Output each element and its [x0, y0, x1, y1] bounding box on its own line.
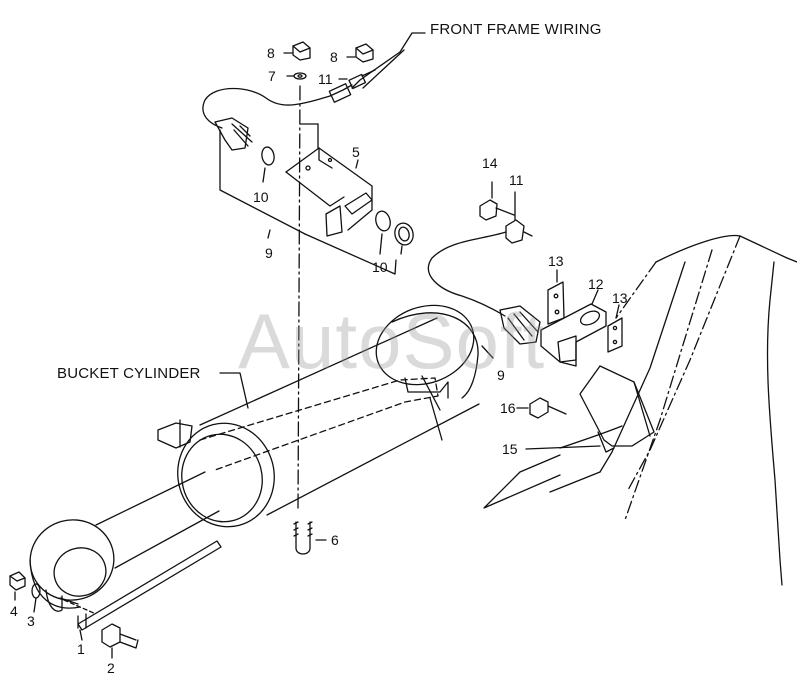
u-bolt-line — [293, 85, 327, 555]
callout-6: 6 — [331, 532, 339, 548]
caption-front-frame-wiring: FRONT FRAME WIRING — [430, 21, 602, 38]
callout-16: 16 — [500, 400, 516, 416]
callout-9-upper: 9 — [265, 245, 273, 261]
callout-15: 15 — [502, 441, 518, 457]
callout-2: 2 — [107, 660, 115, 676]
callout-11-right: 11 — [509, 172, 524, 188]
callout-8-right: 8 — [330, 49, 338, 65]
callout-11-upper: 11 — [318, 71, 333, 87]
callout-1: 1 — [77, 641, 85, 657]
callout-13-right: 13 — [612, 290, 628, 306]
strap-assembly — [9, 540, 222, 649]
loader-frame — [483, 234, 797, 586]
callout-14: 14 — [482, 155, 498, 171]
callout-10-upper: 10 — [253, 189, 269, 205]
callout-3: 3 — [27, 613, 35, 629]
callout-8-left: 8 — [267, 45, 275, 61]
bucket-cylinder — [29, 304, 480, 609]
callout-4: 4 — [10, 603, 18, 619]
callout-5: 5 — [352, 144, 360, 160]
caption-bucket-cylinder: BUCKET CYLINDER — [57, 365, 201, 382]
watermark-text: AutoSoft — [238, 297, 546, 385]
callout-9-right: 9 — [497, 367, 505, 383]
caption-leaders — [219, 32, 426, 409]
callout-13-left: 13 — [548, 253, 564, 269]
callout-leaders — [14, 52, 620, 659]
right-sensor-assembly — [427, 181, 655, 453]
callout-7: 7 — [268, 68, 276, 84]
callout-12: 12 — [588, 276, 604, 292]
upper-sensor-assembly — [202, 41, 414, 275]
callout-10-lower: 10 — [372, 259, 388, 275]
